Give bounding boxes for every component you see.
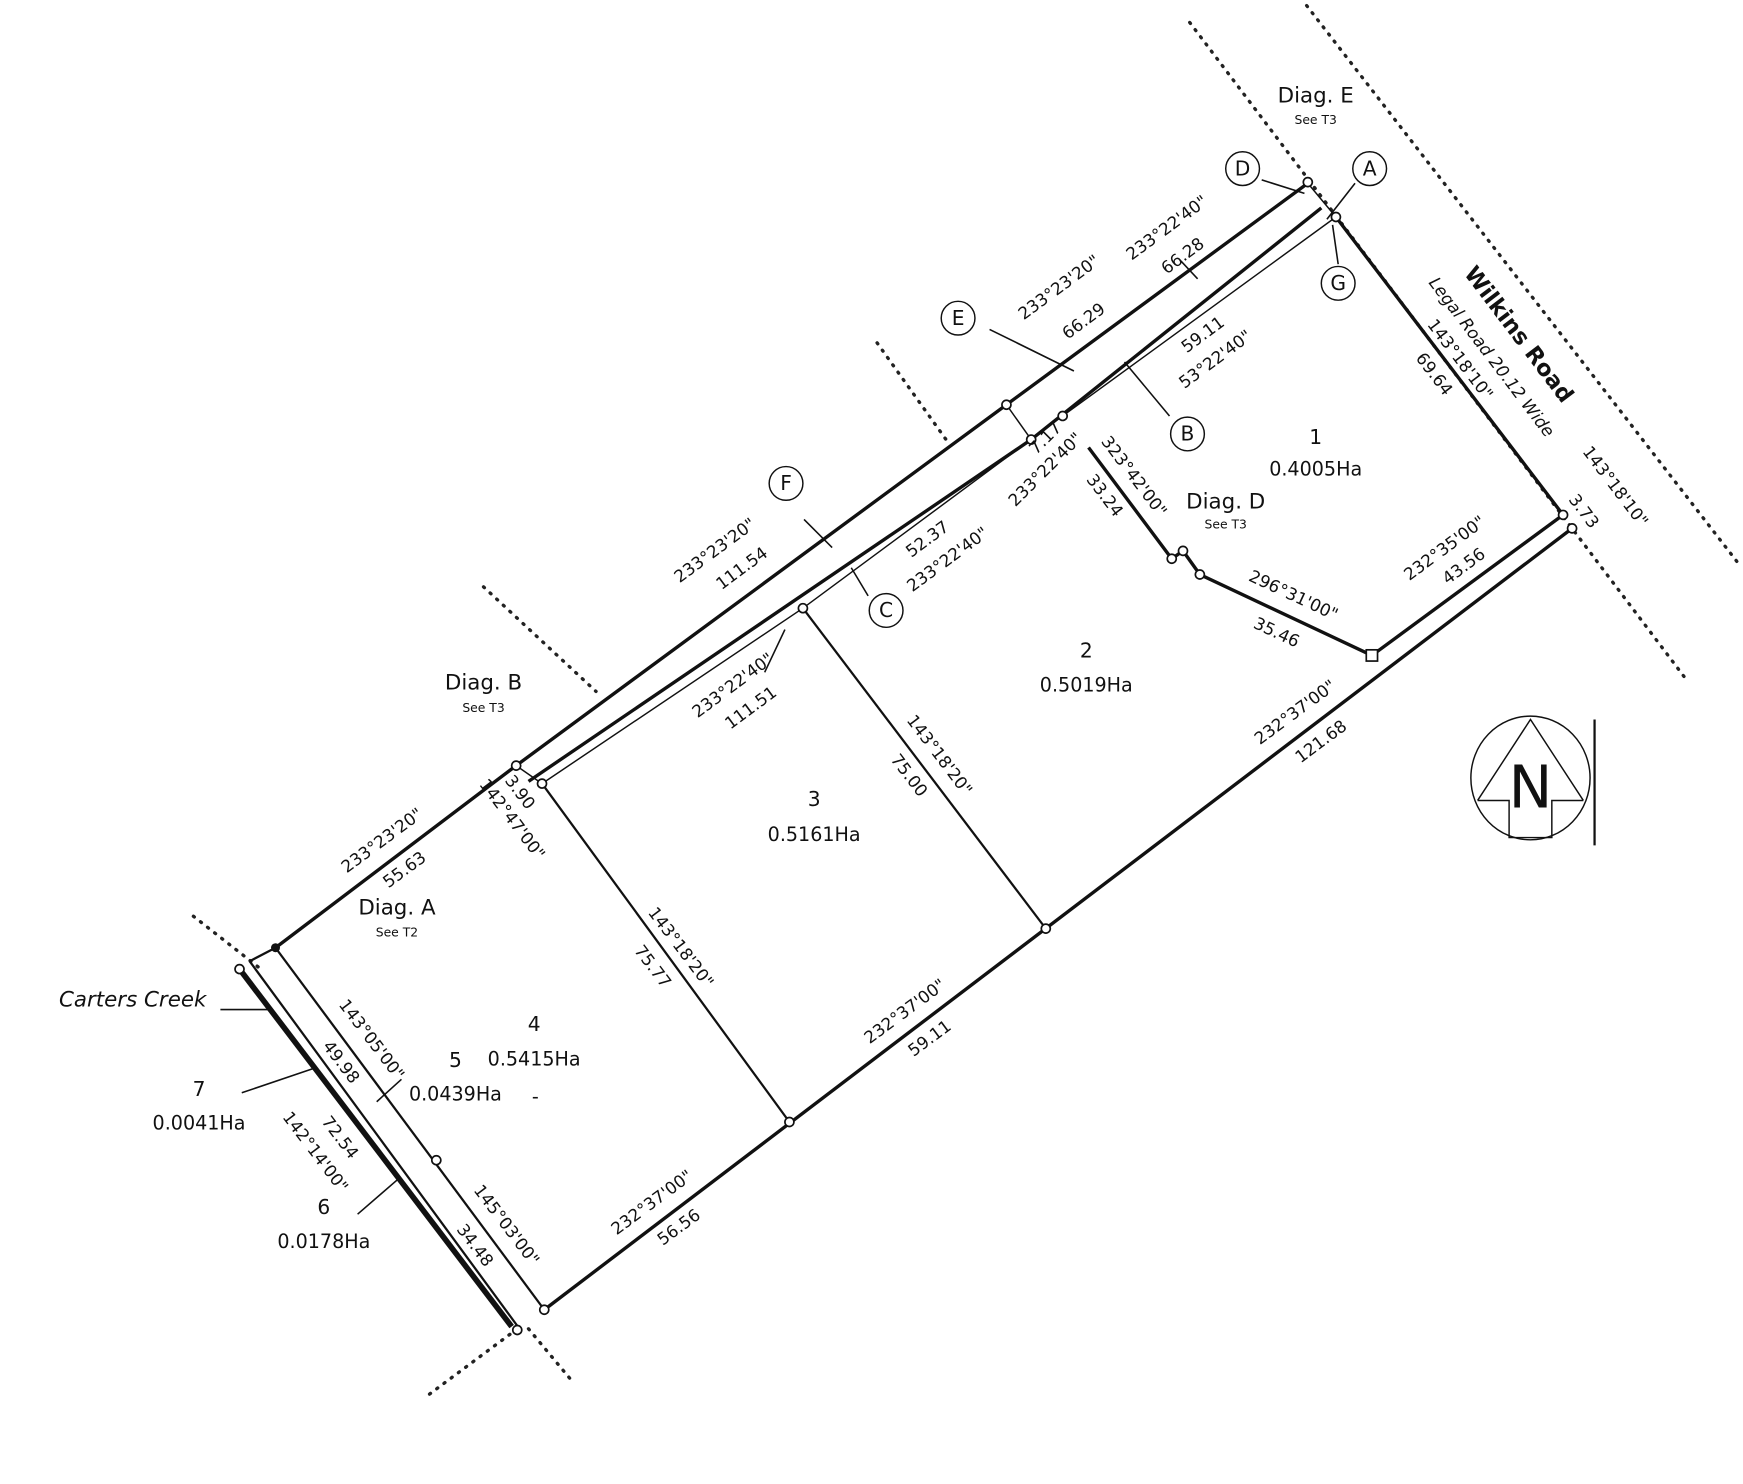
lot-3-area: 0.5161Ha bbox=[768, 823, 861, 846]
marker-g-label: G bbox=[1330, 271, 1346, 295]
distance: 59.11 bbox=[904, 1016, 955, 1061]
distance: 33.24 bbox=[1083, 470, 1128, 521]
diag-e-label: Diag. E bbox=[1278, 84, 1354, 109]
lot-5-area: 0.0439Ha bbox=[409, 1083, 502, 1106]
marker-f: F bbox=[768, 465, 804, 502]
dotted-boundaries bbox=[191, 3, 1740, 1396]
lot-3-number: 3 bbox=[808, 787, 821, 811]
boundary-lines bbox=[237, 181, 1574, 1330]
diag-a-label: Diag. A bbox=[358, 895, 436, 920]
north-label: N bbox=[1509, 754, 1553, 822]
diag-b-ref: See T3 bbox=[462, 701, 504, 715]
marker-f-label: F bbox=[780, 471, 792, 495]
diag-e-ref: See T3 bbox=[1294, 113, 1336, 127]
diag-d-ref: See T3 bbox=[1205, 518, 1247, 532]
marker-e-label: E bbox=[952, 306, 965, 330]
dash-mark: - bbox=[532, 1085, 539, 1108]
distance: 121.68 bbox=[1291, 716, 1350, 767]
marker-b-label: B bbox=[1181, 422, 1195, 446]
creek-label: Carters Creek bbox=[59, 988, 208, 1013]
marker-b: B bbox=[1169, 416, 1206, 452]
diag-d-label: Diag. D bbox=[1186, 490, 1265, 515]
distance: 75.77 bbox=[630, 941, 675, 992]
lot-6-area: 0.0178Ha bbox=[277, 1230, 370, 1253]
marker-c: C bbox=[868, 592, 904, 629]
marker-a-label: A bbox=[1363, 156, 1377, 180]
marker-leaders bbox=[220, 179, 1356, 1215]
north-arrow-icon: N bbox=[1470, 715, 1596, 846]
distance: 75.00 bbox=[887, 750, 932, 801]
lot-6-number: 6 bbox=[317, 1195, 330, 1219]
marker-a: A bbox=[1352, 151, 1388, 187]
survey-marks bbox=[234, 176, 1578, 1336]
distance: 55.63 bbox=[379, 847, 430, 892]
marker-c-label: C bbox=[879, 598, 893, 622]
marker-e: E bbox=[940, 300, 976, 336]
lot-1-number: 1 bbox=[1309, 425, 1322, 449]
marker-d: D bbox=[1224, 151, 1261, 187]
lot-2-area: 0.5019Ha bbox=[1040, 673, 1133, 696]
bearing-labels: 233°22'40" 66.28 233°23'20" 66.29 59.11 … bbox=[279, 191, 1653, 1270]
lot-5-number: 5 bbox=[449, 1048, 462, 1072]
lot-7-number: 7 bbox=[193, 1077, 206, 1101]
lot-2-number: 2 bbox=[1080, 639, 1093, 663]
marker-g: G bbox=[1320, 265, 1356, 301]
distance: 56.56 bbox=[653, 1204, 704, 1249]
lot-1-area: 0.4005Ha bbox=[1269, 457, 1362, 480]
diag-b-label: Diag. B bbox=[445, 671, 522, 696]
diag-a-ref: See T2 bbox=[376, 926, 418, 940]
lot-7-area: 0.0041Ha bbox=[153, 1112, 246, 1135]
marker-d-label: D bbox=[1235, 156, 1251, 180]
lot-4-number: 4 bbox=[528, 1012, 541, 1036]
lot-4-area: 0.5415Ha bbox=[488, 1048, 581, 1071]
